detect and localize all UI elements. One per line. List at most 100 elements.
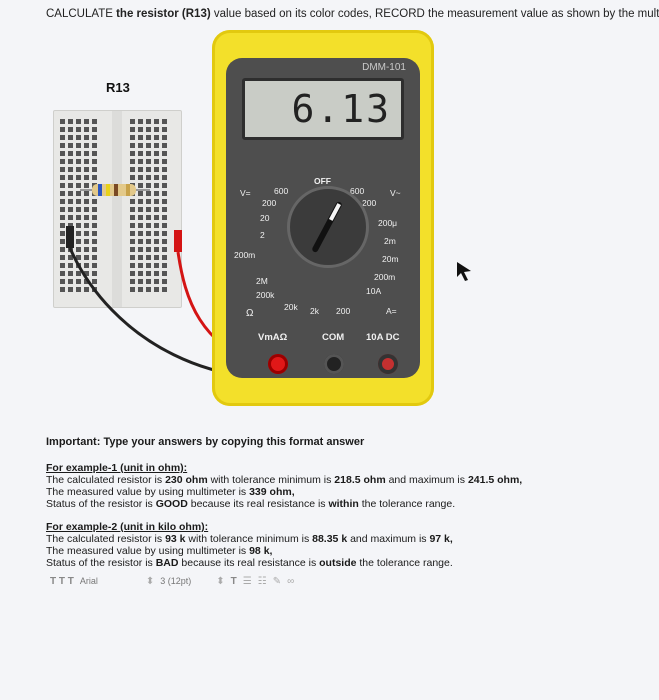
text-style-buttons[interactable]: T T T bbox=[50, 575, 74, 587]
breadboard-hole bbox=[138, 159, 143, 164]
breadboard-hole bbox=[146, 199, 151, 204]
breadboard-hole bbox=[138, 167, 143, 172]
breadboard-hole bbox=[92, 263, 97, 268]
font-family-select[interactable]: Arial bbox=[79, 576, 98, 586]
breadboard-hole bbox=[154, 255, 159, 260]
breadboard-hole bbox=[162, 223, 167, 228]
breadboard-hole bbox=[154, 271, 159, 276]
breadboard-hole bbox=[60, 143, 65, 148]
breadboard-hole bbox=[60, 271, 65, 276]
breadboard-hole bbox=[92, 255, 97, 260]
breadboard-hole bbox=[154, 167, 159, 172]
breadboard-hole bbox=[68, 175, 73, 180]
breadboard-hole bbox=[162, 135, 167, 140]
breadboard-hole bbox=[68, 127, 73, 132]
highlight-icon[interactable]: ✎ bbox=[272, 575, 282, 587]
multimeter: DMM-101 6.13 OFF V= 600 200 20 2 200m 2M… bbox=[212, 30, 434, 406]
breadboard-hole bbox=[154, 279, 159, 284]
breadboard-hole bbox=[76, 119, 81, 124]
breadboard-hole bbox=[60, 183, 65, 188]
text-color-icon[interactable]: T bbox=[230, 575, 237, 587]
breadboard-hole bbox=[146, 151, 151, 156]
breadboard-hole bbox=[84, 271, 89, 276]
breadboard-hole bbox=[76, 183, 81, 188]
breadboard-hole bbox=[68, 287, 73, 292]
size-select-arrow-icon: ⬍ bbox=[216, 575, 225, 587]
breadboard-hole bbox=[146, 191, 151, 196]
breadboard-hole bbox=[162, 199, 167, 204]
font-select-arrow-icon: ⬍ bbox=[145, 575, 155, 587]
breadboard-hole bbox=[154, 127, 159, 132]
example-2: For example-2 (unit in kilo ohm): The ca… bbox=[46, 521, 453, 569]
breadboard-hole bbox=[92, 167, 97, 172]
breadboard-hole bbox=[60, 167, 65, 172]
breadboard-hole bbox=[92, 175, 97, 180]
breadboard-hole bbox=[68, 143, 73, 148]
numbered-list-icon[interactable]: ☷ bbox=[257, 575, 267, 587]
breadboard-hole bbox=[130, 143, 135, 148]
breadboard-hole bbox=[60, 127, 65, 132]
breadboard-hole bbox=[60, 207, 65, 212]
breadboard-hole bbox=[130, 119, 135, 124]
breadboard-hole bbox=[154, 143, 159, 148]
breadboard-hole bbox=[60, 199, 65, 204]
breadboard-hole bbox=[138, 191, 143, 196]
link-icon[interactable]: ∞ bbox=[287, 575, 295, 587]
breadboard-hole bbox=[138, 127, 143, 132]
breadboard-hole bbox=[68, 151, 73, 156]
breadboard-hole bbox=[138, 215, 143, 220]
breadboard-hole bbox=[76, 271, 81, 276]
breadboard-hole bbox=[162, 207, 167, 212]
breadboard-hole bbox=[162, 151, 167, 156]
breadboard-hole bbox=[84, 207, 89, 212]
breadboard-hole bbox=[130, 271, 135, 276]
font-size-select[interactable]: 3 (12pt) bbox=[160, 576, 192, 586]
breadboard-hole bbox=[154, 239, 159, 244]
breadboard-hole bbox=[162, 183, 167, 188]
example-1: For example-1 (unit in ohm): The calcula… bbox=[46, 462, 523, 510]
breadboard-hole bbox=[146, 207, 151, 212]
breadboard-hole bbox=[84, 127, 89, 132]
breadboard-hole bbox=[146, 127, 151, 132]
breadboard-hole bbox=[68, 159, 73, 164]
port-label-com: COM bbox=[322, 332, 345, 343]
port-label-10a: 10A DC bbox=[366, 332, 400, 343]
breadboard-hole bbox=[68, 223, 73, 228]
breadboard-hole bbox=[154, 183, 159, 188]
breadboard-hole bbox=[92, 207, 97, 212]
breadboard-hole bbox=[154, 231, 159, 236]
breadboard-hole bbox=[76, 151, 81, 156]
rotary-selector-dial[interactable] bbox=[287, 186, 369, 268]
breadboard-hole bbox=[162, 127, 167, 132]
breadboard-hole bbox=[60, 223, 65, 228]
breadboard-hole bbox=[146, 255, 151, 260]
breadboard-hole bbox=[138, 199, 143, 204]
breadboard-hole bbox=[92, 199, 97, 204]
breadboard-hole bbox=[162, 271, 167, 276]
breadboard-hole bbox=[84, 191, 89, 196]
breadboard-hole bbox=[154, 175, 159, 180]
breadboard-hole bbox=[76, 199, 81, 204]
breadboard-hole bbox=[76, 247, 81, 252]
breadboard-hole bbox=[84, 159, 89, 164]
breadboard-hole bbox=[154, 151, 159, 156]
breadboard-hole bbox=[92, 127, 97, 132]
breadboard-hole bbox=[162, 231, 167, 236]
breadboard-hole bbox=[162, 279, 167, 284]
breadboard-hole bbox=[76, 223, 81, 228]
breadboard-hole bbox=[68, 183, 73, 188]
breadboard-hole bbox=[162, 263, 167, 268]
breadboard-hole bbox=[146, 175, 151, 180]
meter-brand: DMM-101 bbox=[362, 62, 406, 73]
important-note: Important: Type your answers by copying … bbox=[46, 436, 365, 448]
breadboard-hole bbox=[138, 135, 143, 140]
bullet-list-icon[interactable]: ☰ bbox=[242, 575, 252, 587]
breadboard-hole bbox=[60, 135, 65, 140]
breadboard-hole bbox=[92, 215, 97, 220]
breadboard-hole bbox=[130, 223, 135, 228]
breadboard-hole bbox=[60, 263, 65, 268]
port-10a bbox=[378, 354, 398, 374]
breadboard-hole bbox=[146, 167, 151, 172]
breadboard-hole bbox=[60, 231, 65, 236]
breadboard-hole bbox=[92, 159, 97, 164]
